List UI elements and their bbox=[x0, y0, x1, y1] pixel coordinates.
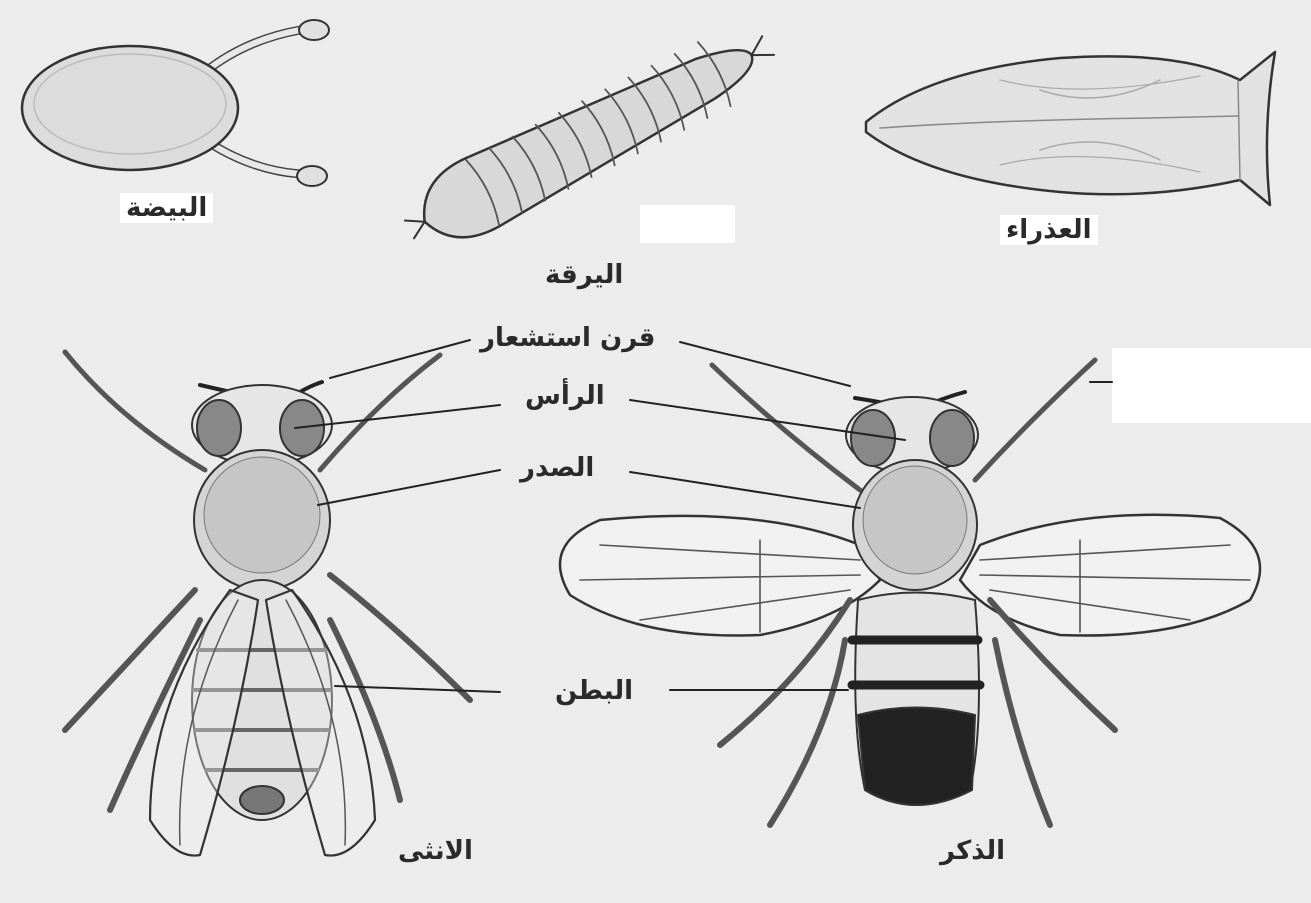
larva-label: اليرقة bbox=[545, 262, 623, 288]
head-label: الرأس bbox=[525, 383, 605, 409]
abdomen-label: البطن bbox=[555, 678, 633, 704]
pupa-drawing bbox=[866, 52, 1275, 205]
larva-drawing bbox=[392, 12, 787, 263]
egg-drawing bbox=[22, 20, 329, 186]
male-label: الذكر bbox=[940, 838, 1005, 864]
female-label: الانثى bbox=[398, 838, 473, 864]
male-fly-drawing bbox=[560, 360, 1260, 825]
female-fly-drawing bbox=[65, 352, 470, 856]
pupa-label: العذراء bbox=[1000, 215, 1098, 245]
egg-label: البيضة bbox=[120, 193, 213, 223]
thorax-label: الصدر bbox=[520, 455, 594, 481]
antenna-label: قرن استشعار bbox=[480, 325, 655, 351]
